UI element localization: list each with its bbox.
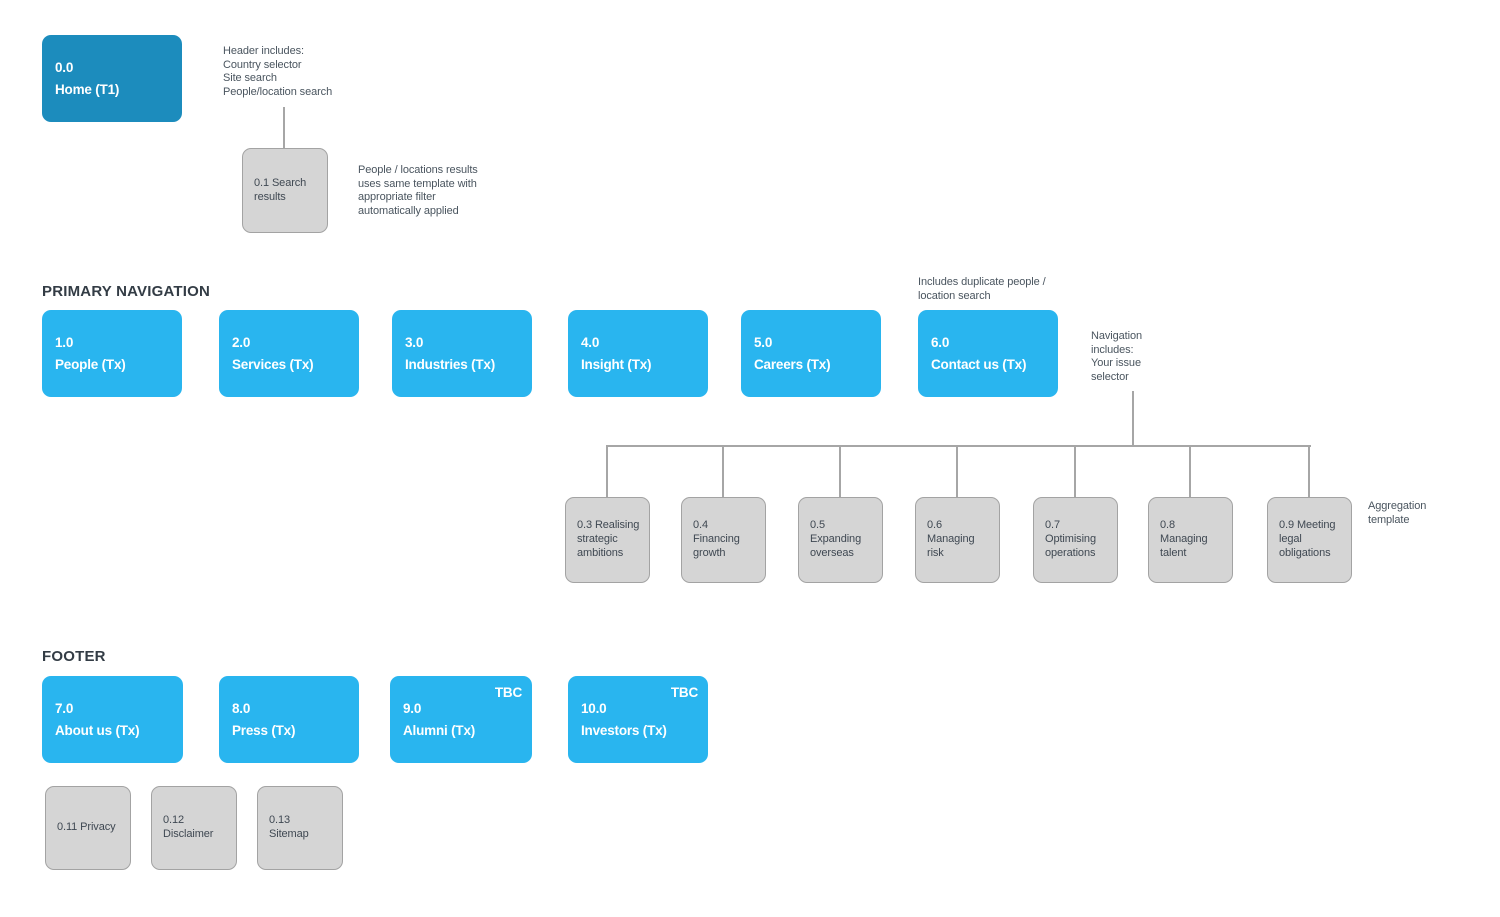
node-industries-label: Industries (Tx) xyxy=(405,356,496,372)
note-navigation-includes: Navigation includes: Your issue selector xyxy=(1091,330,1142,383)
node-alumni: TBC 9.0 Alumni (Tx) xyxy=(390,676,532,763)
tbc-badge: TBC xyxy=(670,685,698,700)
node-services-id: 2.0 xyxy=(232,334,251,350)
node-investors-id: 10.0 xyxy=(581,700,607,716)
node-search-results: 0.1 Search results xyxy=(242,148,328,233)
node-sitemap: 0.13 Sitemap xyxy=(257,786,343,870)
node-careers: 5.0 Careers (Tx) xyxy=(741,310,881,397)
connector-header-to-search xyxy=(283,107,285,148)
node-optimising-operations: 0.7 Optimising operations xyxy=(1033,497,1118,583)
node-about-us-id: 7.0 xyxy=(55,700,74,716)
node-careers-label: Careers (Tx) xyxy=(754,356,831,372)
node-expanding-overseas: 0.5 Expanding overseas xyxy=(798,497,883,583)
connector-nav-feed xyxy=(1132,391,1134,446)
node-alumni-label: Alumni (Tx) xyxy=(403,722,476,738)
node-disclaimer: 0.12 Disclaimer xyxy=(151,786,237,870)
connector-drop-5 xyxy=(1074,445,1076,497)
node-realising-strategic-ambitions: 0.3 Realising strategic ambitions xyxy=(565,497,650,583)
connector-drop-1 xyxy=(606,445,608,497)
node-people-label: People (Tx) xyxy=(55,356,126,372)
node-contact-us-label: Contact us (Tx) xyxy=(931,356,1027,372)
connector-drop-3 xyxy=(839,445,841,497)
note-aggregation-template: Aggregation template xyxy=(1368,500,1427,526)
node-home: 0.0 Home (T1) xyxy=(42,35,182,122)
node-financing-growth: 0.4 Financing growth xyxy=(681,497,766,583)
node-about-us: 7.0 About us (Tx) xyxy=(42,676,183,763)
node-meeting-legal-obligations: 0.9 Meeting legal obligations xyxy=(1267,497,1352,583)
connector-drop-2 xyxy=(722,445,724,497)
node-insight-id: 4.0 xyxy=(581,334,600,350)
node-services: 2.0 Services (Tx) xyxy=(219,310,359,397)
node-alumni-id: 9.0 xyxy=(403,700,422,716)
node-press-id: 8.0 xyxy=(232,700,251,716)
node-services-label: Services (Tx) xyxy=(232,356,314,372)
node-privacy: 0.11 Privacy xyxy=(45,786,131,870)
node-managing-talent: 0.8 Managing talent xyxy=(1148,497,1233,583)
node-press: 8.0 Press (Tx) xyxy=(219,676,359,763)
node-careers-id: 5.0 xyxy=(754,334,773,350)
note-header-includes: Header includes: Country selector Site s… xyxy=(223,45,333,98)
node-industries: 3.0 Industries (Tx) xyxy=(392,310,532,397)
node-press-label: Press (Tx) xyxy=(232,722,296,738)
node-insight-label: Insight (Tx) xyxy=(581,356,652,372)
node-managing-risk: 0.6 Managing risk xyxy=(915,497,1000,583)
connector-drop-6 xyxy=(1189,445,1191,497)
connector-drop-4 xyxy=(956,445,958,497)
note-search-results: People / locations results uses same tem… xyxy=(358,164,478,217)
connector-drop-7 xyxy=(1308,445,1310,497)
node-industries-id: 3.0 xyxy=(405,334,424,350)
node-investors: TBC 10.0 Investors (Tx) xyxy=(568,676,708,763)
node-investors-label: Investors (Tx) xyxy=(581,722,667,738)
connector-tree-horizontal xyxy=(607,445,1311,447)
tbc-badge: TBC xyxy=(494,685,522,700)
node-about-us-label: About us (Tx) xyxy=(55,722,140,738)
node-people-id: 1.0 xyxy=(55,334,74,350)
heading-primary-navigation: PRIMARY NAVIGATION xyxy=(42,283,211,300)
node-contact-us-id: 6.0 xyxy=(931,334,950,350)
node-insight: 4.0 Insight (Tx) xyxy=(568,310,708,397)
node-home-label: Home (T1) xyxy=(55,81,120,97)
node-contact-us: 6.0 Contact us (Tx) xyxy=(918,310,1058,397)
node-people: 1.0 People (Tx) xyxy=(42,310,182,397)
heading-footer: FOOTER xyxy=(42,648,106,665)
node-home-id: 0.0 xyxy=(55,59,74,75)
note-contact-search: Includes duplicate people / location sea… xyxy=(918,276,1046,302)
